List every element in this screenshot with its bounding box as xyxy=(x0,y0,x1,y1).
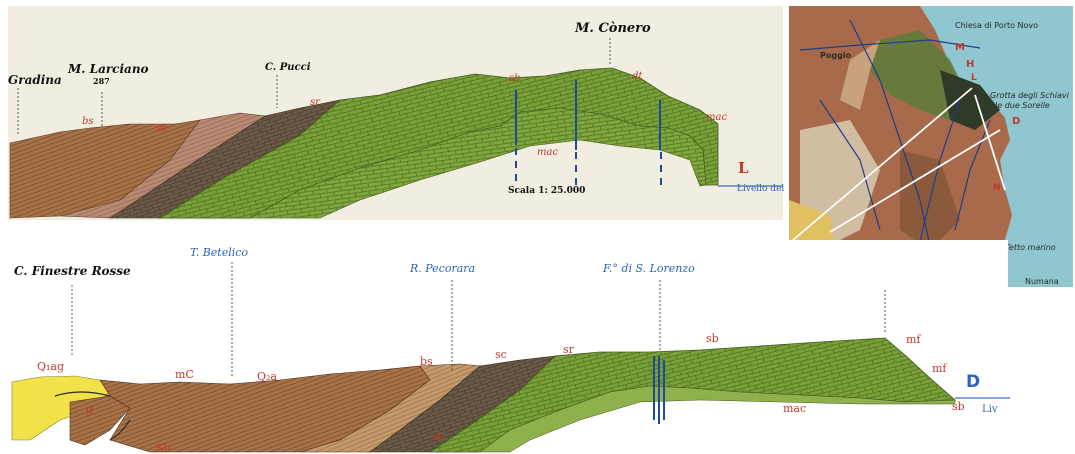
label-conero: M. Cònero xyxy=(574,21,651,36)
section-end-letter-l: L xyxy=(738,159,749,177)
unit-sb-top: sb xyxy=(509,73,521,84)
scale-label: Scala 1: 25.000 xyxy=(508,186,585,196)
unit-q1ag: Q₁ag xyxy=(37,360,64,373)
unit-bs-top: bs xyxy=(82,116,94,127)
unit-mf-top: mf xyxy=(906,333,921,346)
unit-dt-top: dt xyxy=(632,71,643,82)
section-end-letter-d: D xyxy=(966,372,980,392)
unit-sb-right: sb xyxy=(952,400,965,413)
label-larciano-elev: 287 xyxy=(93,76,110,86)
map-letter-h: H xyxy=(966,59,974,70)
map-letter-d: D xyxy=(1012,116,1020,127)
unit-mac-mid: mac xyxy=(537,147,558,158)
map-label-tetto: Tetto marino xyxy=(1005,243,1056,252)
unit-sc-top: sc xyxy=(156,123,167,134)
unit-sc-bottom: sc xyxy=(495,348,507,361)
label-pucci: C. Pucci xyxy=(265,62,311,73)
unit-sb-low: sb xyxy=(432,430,445,443)
label-betelico: T. Betelico xyxy=(190,246,248,259)
map-label-numana: Numana xyxy=(1025,277,1059,286)
label-gradina: Gradina xyxy=(8,73,62,87)
bottom-cross-section: C. Finestre Rosse T. Betelico R. Pecorar… xyxy=(8,240,1010,454)
map-letter-l: L xyxy=(971,73,977,83)
unit-mf: mf xyxy=(932,362,947,375)
map-label-sorelle: le due Sorelle xyxy=(995,101,1050,110)
unit-g: g xyxy=(86,403,93,416)
label-pecorara: R. Pecorara xyxy=(409,262,475,275)
unit-sr-bottom: sr xyxy=(563,343,575,356)
unit-q2a: Q₂a xyxy=(257,370,277,383)
unit-bs-bottom: bs xyxy=(420,355,433,368)
map-label-grotta: Grotta degli Schiavi xyxy=(990,91,1070,100)
sea-level-label-bottom: Liv xyxy=(982,404,998,415)
unit-mc: mC xyxy=(175,368,194,381)
sea-level-label-top: Livello del xyxy=(737,184,784,194)
unit-mac-right: mac xyxy=(706,112,727,123)
unit-sb-top: sb xyxy=(706,332,719,345)
unit-sh: Sh xyxy=(156,442,171,454)
unit-mac-bottom: mac xyxy=(783,402,806,415)
top-cross-section: Gradina M. Larciano 287 C. Pucci M. Còne… xyxy=(8,6,784,220)
map-letter-m: M xyxy=(955,42,965,53)
unit-sr-top: sr xyxy=(310,97,321,108)
map-label-porto-novo: Chiesa di Porto Novo xyxy=(955,21,1038,30)
label-finestre-rosse: C. Finestre Rosse xyxy=(14,264,131,278)
label-lorenzo: F.° di S. Lorenzo xyxy=(602,262,695,275)
map-label-poggio: Poggio xyxy=(820,51,852,60)
map-letter-n: N xyxy=(993,183,1001,193)
label-larciano: M. Larciano xyxy=(67,62,149,76)
